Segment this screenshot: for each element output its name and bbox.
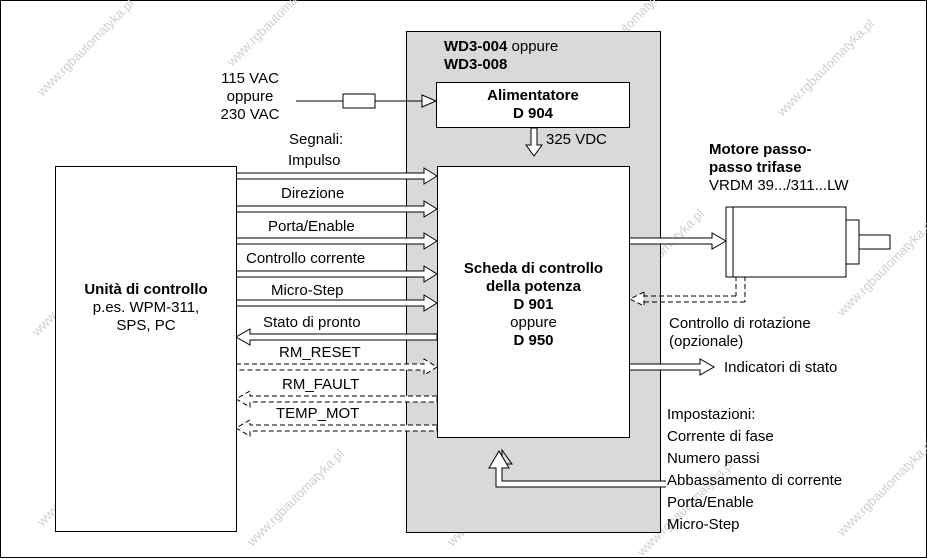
reset-label: RM_RESET [279, 344, 361, 362]
motor-model: VRDM 39.../311...LW [709, 177, 849, 195]
controller-line1: p.es. WPM-311, [56, 299, 236, 317]
fault-label: RM_FAULT [282, 376, 359, 394]
status-arrow [628, 359, 714, 375]
psu-box: Alimentatore D 904 [436, 82, 630, 128]
mains-or: oppure [205, 88, 295, 106]
controller-line2: SPS, PC [56, 317, 236, 335]
mains-v2: 230 VAC [205, 106, 295, 124]
signal-label: Impulso [288, 152, 341, 170]
board-or: oppure [438, 314, 629, 332]
motor-line2: passo trifase [709, 159, 802, 177]
signal-label: Direzione [281, 185, 344, 203]
rotation-line2: (opzionale) [669, 333, 743, 351]
board-code1: D 901 [438, 296, 629, 314]
motor-line1: Motore passo- [709, 141, 812, 159]
drive-model-a: WD3-004 oppure [444, 38, 558, 56]
setting-item: Abbassamento di corrente [667, 472, 842, 490]
status-indicators-label: Indicatori di stato [724, 359, 837, 377]
signal-label: Porta/Enable [268, 218, 355, 236]
signals-title: Segnali: [289, 131, 343, 149]
power-board-box: Scheda di controllo della potenza D 901 … [437, 166, 630, 438]
board-line2: della potenza [438, 278, 629, 296]
temp-label: TEMP_MOT [276, 405, 359, 423]
setting-item: Micro-Step [667, 516, 740, 534]
controller-box: Unità di controllo p.es. WPM-311, SPS, P… [55, 166, 237, 532]
psu-title: Alimentatore [437, 87, 629, 105]
signal-label: Controllo corrente [246, 250, 365, 268]
mains-line [296, 94, 436, 108]
controller-title: Unità di controllo [56, 281, 236, 299]
dc-label: 325 VDC [546, 131, 607, 149]
dc-arrow [526, 128, 542, 156]
motor-arrow [628, 233, 726, 249]
motor-body [726, 207, 890, 277]
setting-item: Numero passi [667, 450, 760, 468]
rotation-feedback [630, 276, 745, 306]
settings-arrow [489, 450, 666, 487]
psu-code: D 904 [437, 105, 629, 123]
board-code2: D 950 [438, 332, 629, 350]
settings-title: Impostazioni: [667, 406, 755, 424]
drive-model-b: WD3-008 [444, 56, 507, 74]
mains-v1: 115 VAC [205, 70, 295, 88]
rotation-line1: Controllo di rotazione [669, 315, 811, 333]
setting-item: Corrente di fase [667, 428, 774, 446]
signal-label: Micro-Step [271, 282, 344, 300]
ready-label: Stato di pronto [263, 314, 361, 332]
board-line1: Scheda di controllo [438, 260, 629, 278]
setting-item: Porta/Enable [667, 494, 754, 512]
